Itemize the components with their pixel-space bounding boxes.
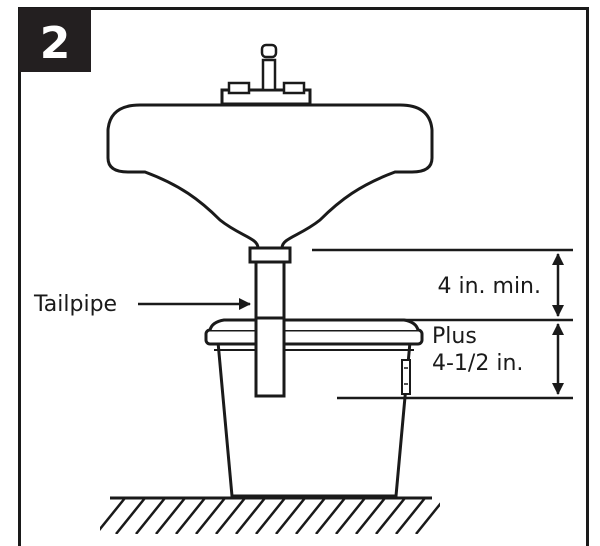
faucet bbox=[220, 43, 312, 106]
sink-basin bbox=[106, 103, 434, 250]
step-number: 2 bbox=[40, 18, 71, 69]
dimension-label-lower-line2: 4-1/2 in. bbox=[432, 351, 523, 376]
step-badge-box bbox=[19, 8, 91, 72]
dimension-label-upper: 4 in. min. bbox=[437, 274, 541, 299]
floor-hatching bbox=[100, 496, 440, 534]
frame-border bbox=[18, 7, 589, 546]
pump-container bbox=[204, 318, 424, 498]
tailpipe-label: Tailpipe bbox=[33, 292, 117, 317]
step-badge: 2 bbox=[19, 8, 91, 72]
dimension-label-lower-line1: Plus bbox=[432, 324, 477, 349]
